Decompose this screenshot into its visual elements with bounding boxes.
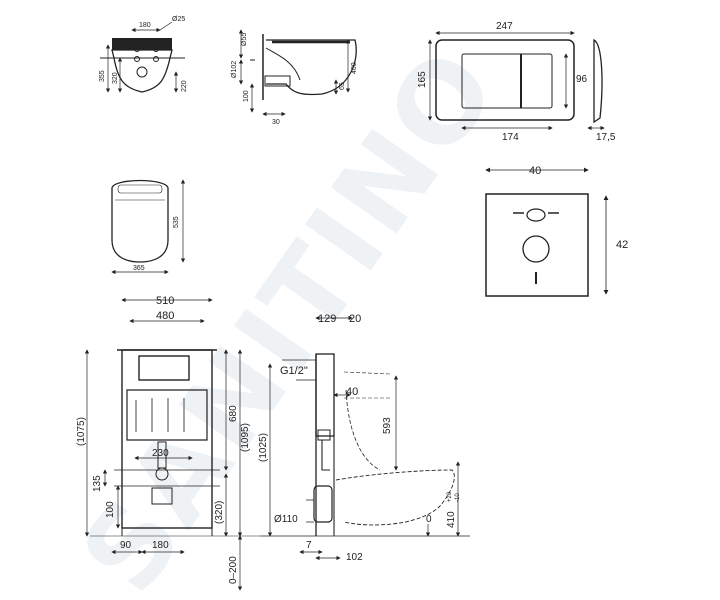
dim-102: 102 xyxy=(346,552,363,563)
dim-100-front: 100 xyxy=(105,501,116,518)
seat-top-view xyxy=(111,179,186,275)
dim-d25: Ø25 xyxy=(172,16,185,23)
dim-90: 90 xyxy=(120,540,132,551)
dim-400: 400 xyxy=(351,62,358,74)
dim-165: 165 xyxy=(417,71,428,88)
dim-d110: Ø110 xyxy=(274,514,298,525)
dim-174: 174 xyxy=(502,132,519,143)
gasket-plate-view xyxy=(485,167,609,297)
bowl-side-view xyxy=(238,29,357,117)
dim-30: 30 xyxy=(272,119,280,126)
dim-410-tol-plus: +20 xyxy=(447,491,453,502)
dim-d55: Ø55 xyxy=(241,33,248,46)
dim-535: 535 xyxy=(173,216,180,228)
dim-1025: (1025) xyxy=(258,433,269,462)
dim-0-200: 0–200 xyxy=(228,556,239,584)
dim-480: 480 xyxy=(156,310,174,322)
dim-593: 593 xyxy=(382,417,393,434)
frame-side-view xyxy=(260,315,470,561)
dim-1075: (1075) xyxy=(76,417,87,446)
dim-20: 20 xyxy=(349,313,361,325)
dim-230: 230 xyxy=(152,448,169,459)
dim-17-5: 17,5 xyxy=(596,132,616,143)
dim-135: 135 xyxy=(92,475,103,492)
dim-g12: G1/2" xyxy=(280,365,308,377)
dim-365: 365 xyxy=(133,265,145,272)
dim-355: 355 xyxy=(99,70,106,82)
dim-320: 320 xyxy=(112,72,119,84)
dim-0: 0 xyxy=(426,514,432,525)
dim-40: 40 xyxy=(529,165,541,177)
dim-180: 180 xyxy=(139,22,151,29)
dim-510: 510 xyxy=(156,295,174,307)
dim-410: 410 xyxy=(446,511,457,528)
dim-247: 247 xyxy=(496,21,513,32)
dim-410-tol-minus: -10 xyxy=(455,493,461,502)
dim-42: 42 xyxy=(616,239,628,251)
dim-320: (320) xyxy=(214,501,225,524)
dim-220: 220 xyxy=(181,80,188,92)
bowl-front-view xyxy=(100,21,185,93)
dim-40-side: 40 xyxy=(346,386,358,398)
dim-129: 129 xyxy=(318,313,336,325)
frame-front-view xyxy=(84,297,260,591)
dim-96: 96 xyxy=(576,74,588,85)
dim-7: 7 xyxy=(306,540,312,551)
dim-680: 680 xyxy=(228,405,239,422)
dim-d102: Ø102 xyxy=(231,61,238,78)
dim-180-front: 180 xyxy=(152,540,169,551)
flush-plate-view xyxy=(427,30,605,131)
dim-100: 100 xyxy=(243,90,250,102)
dim-1095: (1095) xyxy=(240,423,251,452)
dim-65: 65 xyxy=(339,82,346,90)
